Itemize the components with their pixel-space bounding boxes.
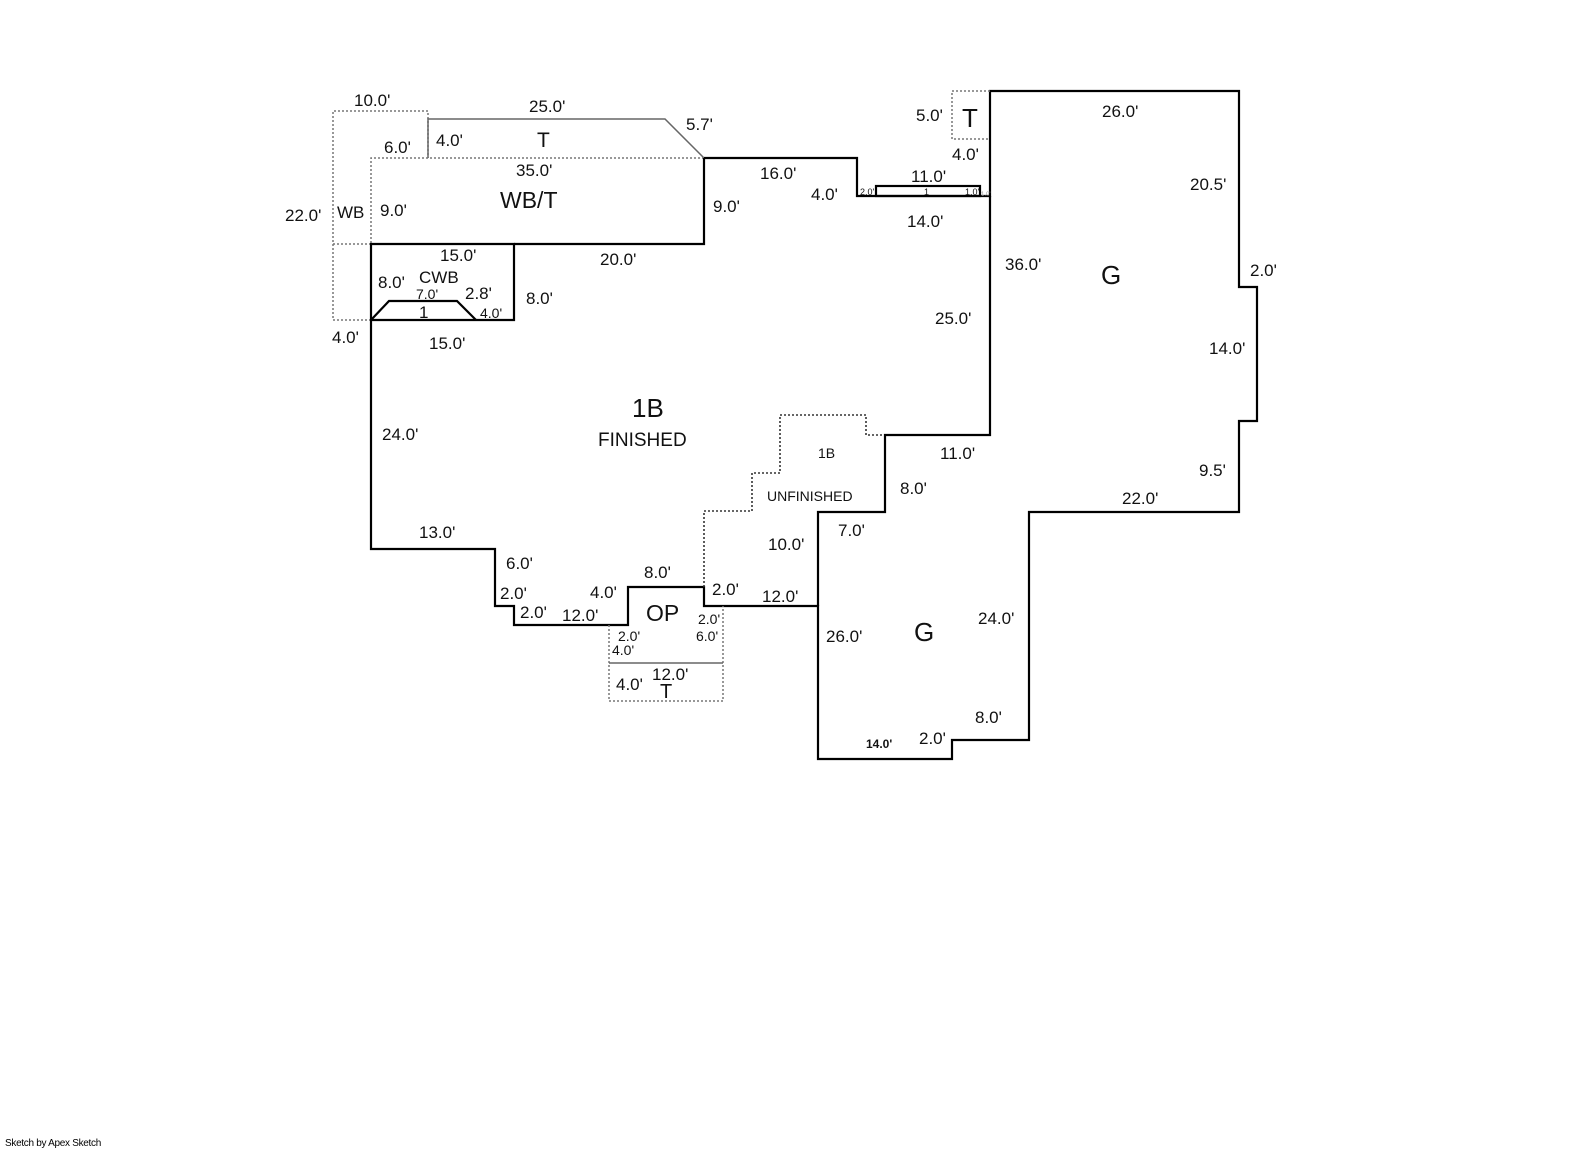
dim-wb-side: 22.0' — [285, 206, 321, 225]
dim-strip-1: 1.0' — [965, 187, 980, 197]
label-op: OP — [646, 600, 679, 626]
label-t-right: T — [962, 103, 978, 133]
dim-cwb-diag: 2.8' — [465, 284, 492, 303]
dim-op-top: 8.0' — [644, 563, 671, 582]
dim-garage-bottom: 22.0' — [1122, 489, 1158, 508]
dim-cwb-top: 15.0' — [440, 246, 476, 265]
dim-unf-8: 8.0' — [900, 479, 927, 498]
dim-garage-r2: 2.0' — [1250, 261, 1277, 280]
label-wbt: WB/T — [500, 187, 558, 213]
sketch-credit: Sketch by Apex Sketch — [5, 1138, 101, 1149]
label-main-desc: FINISHED — [598, 430, 687, 451]
north-strip — [874, 184, 982, 198]
dim-strip-2: 2.0' — [860, 187, 875, 197]
dim-wb-bottom: 4.0' — [332, 328, 359, 347]
label-cwb: CWB — [419, 268, 459, 287]
dim-wb-inner: 6.0' — [384, 138, 411, 157]
dim-cwb-bottom: 15.0' — [429, 334, 465, 353]
dim-main-top: 20.0' — [600, 250, 636, 269]
dim-wb-top: 10.0' — [354, 91, 390, 110]
dim-main-left: 24.0' — [382, 425, 418, 444]
label-garage-lower: G — [914, 617, 934, 647]
main-building-outline — [369, 89, 1259, 761]
dim-unf-12: 12.0' — [762, 587, 798, 606]
dim-op-in-l2: 4.0' — [612, 642, 634, 658]
dim-garage-left: 36.0' — [1005, 255, 1041, 274]
cwb-trapezoid — [370, 299, 477, 321]
dim-garage-lower-2: 2.0' — [919, 729, 946, 748]
dim-wbt-right: 9.0' — [713, 197, 740, 216]
dim-cwb-right: 8.0' — [526, 289, 553, 308]
dim-strip-end: 1.0' — [981, 192, 991, 198]
dim-garage-lower-8: 8.0' — [975, 708, 1002, 727]
dim-garage-r4: 9.5' — [1199, 461, 1226, 480]
dim-north-11: 11.0' — [911, 167, 946, 186]
t-patio-top-outline — [427, 118, 705, 159]
dim-cwb-left: 8.0' — [378, 273, 405, 292]
dim-step-3: 2.0' — [520, 603, 547, 622]
dim-garage-lower-14: 14.0' — [866, 737, 892, 751]
dim-op-in-r2: 6.0' — [696, 628, 718, 644]
dim-step-4: 12.0' — [562, 606, 598, 625]
dim-garage-r1: 20.5' — [1190, 175, 1226, 194]
dim-step-1: 6.0' — [506, 554, 533, 573]
dim-unf-7: 7.0' — [838, 521, 865, 540]
dim-garage-lower-left: 26.0' — [826, 627, 862, 646]
wbt-solid-edge — [514, 158, 706, 246]
t-right-outline — [951, 90, 990, 140]
dim-north-16: 16.0' — [760, 164, 796, 183]
dim-garage-r3: 14.0' — [1209, 339, 1245, 358]
dim-t-top: 25.0' — [529, 97, 565, 116]
dim-t-diag: 5.7' — [686, 115, 713, 134]
label-cwb-sub: 1 — [419, 303, 428, 322]
dim-garage-top: 26.0' — [1102, 102, 1138, 121]
dim-main-bottom: 13.0' — [419, 523, 455, 542]
label-t-bottom: T — [660, 681, 672, 703]
dim-cwb-inner-right: 4.0' — [480, 305, 502, 321]
label-wb: WB — [337, 203, 364, 222]
label-t-top: T — [537, 129, 550, 152]
dim-op-left: 4.0' — [590, 583, 617, 602]
label-main-code: 1B — [632, 393, 664, 423]
dim-t-bottom-side: 4.0' — [616, 675, 643, 694]
unfinished-boundary — [703, 414, 885, 587]
label-strip-sub: 1 — [924, 187, 929, 197]
dim-unf-11: 11.0' — [940, 444, 975, 463]
label-unf-code: 1B — [818, 445, 835, 461]
dim-north-14: 14.0' — [907, 212, 943, 231]
label-unf-desc: UNFINISHED — [767, 488, 853, 504]
dim-garage-lower-right: 24.0' — [978, 609, 1014, 628]
dim-t-right-bottom: 4.0' — [952, 145, 979, 164]
label-garage-upper: G — [1101, 260, 1121, 290]
dim-north-4: 4.0' — [811, 185, 838, 204]
dim-wbt-side: 9.0' — [380, 201, 407, 220]
dim-unf-10: 10.0' — [768, 535, 804, 554]
dim-cwb-inner-top: 7.0' — [416, 286, 438, 302]
dim-t-right-side: 5.0' — [916, 106, 943, 125]
wbt-outline — [370, 157, 704, 244]
dim-wbt-top: 35.0' — [516, 161, 552, 180]
dim-t-side: 4.0' — [436, 131, 463, 150]
dim-garage-left2: 25.0' — [935, 309, 971, 328]
dim-step-2: 2.0' — [500, 584, 527, 603]
dim-op-in-r1: 2.0' — [698, 611, 720, 627]
dim-op-right: 2.0' — [712, 580, 739, 599]
dim-t-bottom-top: 12.0' — [652, 665, 688, 684]
garage-lower-inner-wall — [816, 196, 992, 606]
dim-op-in-l1: 2.0' — [618, 628, 640, 644]
